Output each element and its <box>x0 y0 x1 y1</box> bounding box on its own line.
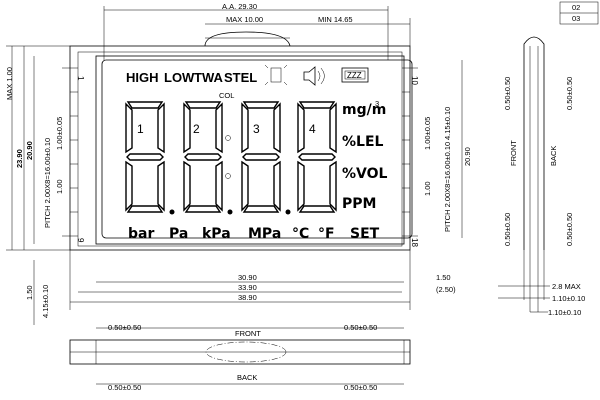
unit-pa: Pa <box>169 226 188 242</box>
dim-max-1: MAX 1.00 <box>5 67 14 100</box>
side-dim-050-d: 0.50±0.50 <box>565 213 574 246</box>
bot-dim-050-a: 0.50±0.50 <box>108 323 141 332</box>
pin-1-label: 1 <box>76 76 85 81</box>
dim-tol-left: 1.00±0.05 <box>55 117 64 150</box>
dim-pitch-left: PITCH 2.00X8=16.00±0.10 <box>43 138 52 228</box>
speaker-icon <box>303 66 325 86</box>
side-dim-110-b: 1.10±0.10 <box>548 308 581 317</box>
dim-pitch-right: PITCH 2.00X8=16.00±0.10 <box>443 142 452 232</box>
dim-3090: 30.90 <box>238 273 257 282</box>
bot-dim-050-d: 0.50±0.50 <box>344 383 377 392</box>
dim-max-10: MAX 10.00 <box>226 15 263 24</box>
unit-vol: %VOL <box>342 166 388 182</box>
dim-1-left: 1.00 <box>55 179 64 194</box>
label-stel: STEL <box>224 70 257 85</box>
unit-celsius: °C <box>292 226 309 242</box>
side-dim-050-a: 0.50±0.50 <box>503 77 512 110</box>
dim-2090-right: 20.90 <box>463 147 472 166</box>
side-dim-050-c: 0.50±0.50 <box>503 213 512 246</box>
left-dimensions: MAX 1.00 23.90 20.90 PITCH 2.00X8=16.00±… <box>5 45 70 325</box>
dim-2090: 20.90 <box>25 141 34 160</box>
label-low: LOW <box>164 70 195 85</box>
pins-left <box>62 67 78 237</box>
bot-front-label: FRONT <box>235 329 261 338</box>
unit-lel: %LEL <box>342 134 384 150</box>
digit-number-2: 2 <box>193 122 200 136</box>
side-view: FRONT BACK 0.50±0.50 0.50±0.50 0.50±0.50… <box>498 36 585 317</box>
side-dim-050-b: 0.50±0.50 <box>565 77 574 110</box>
battery-icon: ZZZ <box>341 67 369 83</box>
revision-03: 03 <box>572 14 580 23</box>
pin-10-label: 10 <box>410 76 419 85</box>
seven-seg-digit-1 <box>125 101 175 215</box>
label-twa: TWA <box>194 70 223 85</box>
bot-dim-050-c: 0.50±0.50 <box>108 383 141 392</box>
digit-number-3: 3 <box>253 122 260 136</box>
bottom-view: 0.50±0.50 0.50±0.50 FRONT BACK 0.50±0.50… <box>69 323 411 392</box>
side-front-label: FRONT <box>509 140 518 166</box>
right-dimensions: 1.00±0.05 1.00 PITCH 2.00X8=16.00±0.10 4… <box>423 60 472 238</box>
lcd-segments: HIGH LOW TWA STEL ZZZ COL 1 2 3 4 <box>125 64 388 242</box>
side-back-label: BACK <box>549 146 558 166</box>
pins-right <box>402 67 418 237</box>
unit-mg-m3: mg/m <box>342 102 386 118</box>
dim-150-left: 1.50 <box>25 285 34 300</box>
bottom-dimensions: 30.90 33.90 38.90 1.50 (2.50) <box>69 250 456 310</box>
pin-18-label: 18 <box>410 238 419 247</box>
side-dim-110-a: 1.10±0.10 <box>552 294 585 303</box>
dim-min-1465: MIN 14.65 <box>318 15 353 24</box>
label-high: HIGH <box>126 70 159 85</box>
seven-seg-digit-3 <box>241 101 291 215</box>
svg-text:ZZZ: ZZZ <box>347 71 362 80</box>
unit-set: SET <box>350 226 380 242</box>
revision-table: 02 03 <box>559 1 599 25</box>
unit-kpa: kPa <box>202 226 231 242</box>
unit-mg-m3-superscript: 3 <box>375 99 379 108</box>
side-dim-28max: 2.8 MAX <box>552 282 581 291</box>
pin-9-label: 9 <box>76 238 85 243</box>
bot-back-label: BACK <box>237 373 257 382</box>
unit-bar: bar <box>128 226 154 242</box>
unit-mpa: MPa <box>248 226 281 242</box>
dim-1-right: 1.00 <box>423 181 432 196</box>
digit-number-4: 4 <box>309 122 316 136</box>
digit-number-1: 1 <box>137 122 144 136</box>
dim-415-left: 4.15±0.10 <box>41 285 50 318</box>
col-label: COL <box>219 91 234 100</box>
seven-seg-digit-2 <box>183 101 233 215</box>
alarm-icon <box>264 64 288 86</box>
revision-02: 02 <box>572 3 580 12</box>
dim-150-right: 1.50 <box>436 273 451 282</box>
unit-fahrenheit: °F <box>318 226 335 242</box>
dim-tol-right: 1.00±0.05 <box>423 117 432 150</box>
dim-415-right: 4.15±0.10 <box>443 107 452 140</box>
seven-seg-digit-4 <box>297 101 337 213</box>
colon-dot-top <box>225 135 231 141</box>
unit-ppm: PPM <box>342 196 376 212</box>
dim-active-area: A.A. 29.30 <box>222 2 257 11</box>
dim-250: (2.50) <box>436 285 456 294</box>
colon-dot-bottom <box>225 173 231 179</box>
dim-2390: 23.90 <box>15 149 24 168</box>
dim-3890: 38.90 <box>238 293 257 302</box>
bot-dim-050-b: 0.50±0.50 <box>344 323 377 332</box>
dim-3390: 33.90 <box>238 283 257 292</box>
top-dimensions: A.A. 29.30 MAX 10.00 MIN 14.65 <box>103 2 411 60</box>
lcd-outline <box>69 31 413 251</box>
